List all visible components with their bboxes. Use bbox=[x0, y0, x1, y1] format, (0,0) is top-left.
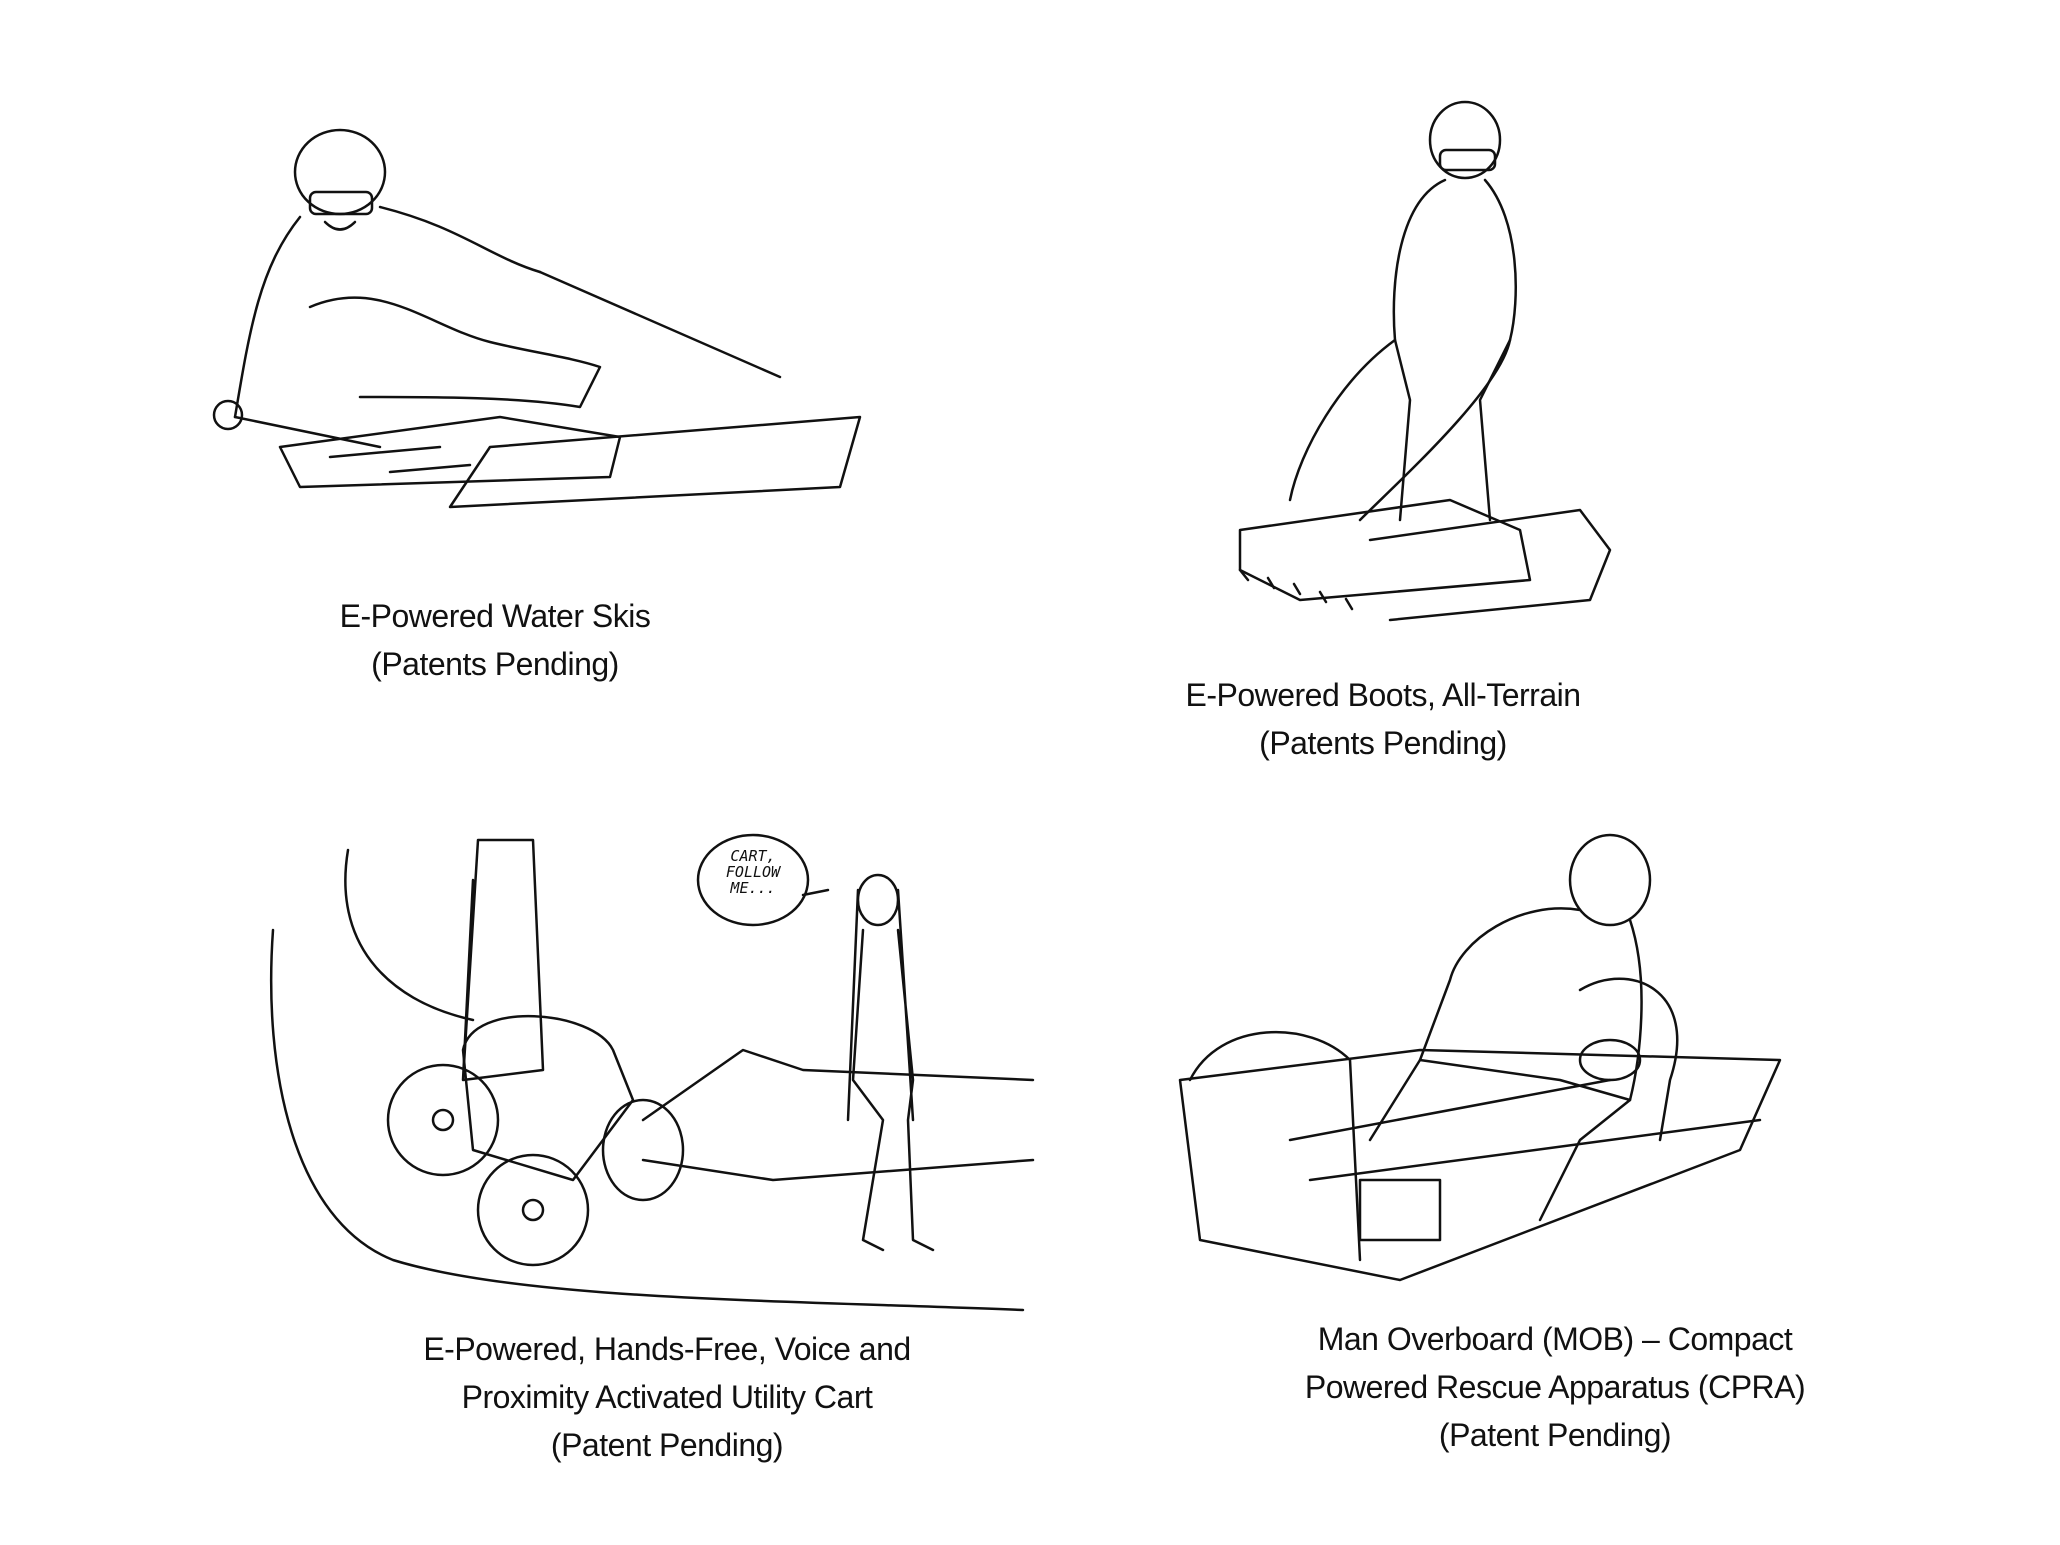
caption-line: E-Powered Water Skis bbox=[339, 598, 651, 634]
caption-water-skis: E-Powered Water Skis (Patents Pending) bbox=[340, 592, 651, 688]
speech-line: ME... bbox=[730, 879, 776, 897]
caption-all-terrain-boots: E-Powered Boots, All-Terrain (Patents Pe… bbox=[1185, 671, 1581, 767]
caption-line: Powered Rescue Apparatus (CPRA) bbox=[1304, 1369, 1806, 1405]
speech-line: FOLLOW bbox=[725, 863, 781, 881]
utility-cart-sketch bbox=[270, 833, 1035, 1312]
water-skis-sketch bbox=[212, 128, 862, 509]
caption-line: (Patents Pending) bbox=[1259, 725, 1507, 761]
rescue-apparatus-sketch bbox=[1178, 833, 1782, 1282]
caption-line: (Patent Pending) bbox=[1438, 1417, 1672, 1453]
caption-rescue-apparatus: Man Overboard (MOB) – Compact Powered Re… bbox=[1304, 1315, 1806, 1459]
caption-line: Proximity Activated Utility Cart bbox=[461, 1379, 873, 1415]
speech-bubble: CART, FOLLOW ME... bbox=[718, 848, 788, 896]
caption-line: Man Overboard (MOB) – Compact bbox=[1317, 1321, 1793, 1357]
caption-line: (Patent Pending) bbox=[550, 1427, 784, 1463]
caption-utility-cart: E-Powered, Hands-Free, Voice and Proximi… bbox=[423, 1325, 911, 1469]
caption-line: E-Powered, Hands-Free, Voice and bbox=[423, 1331, 911, 1367]
caption-line: (Patents Pending) bbox=[371, 646, 619, 682]
caption-line: E-Powered Boots, All-Terrain bbox=[1185, 677, 1581, 713]
all-terrain-boots-sketch bbox=[1238, 100, 1612, 622]
speech-line: CART, bbox=[730, 847, 776, 865]
